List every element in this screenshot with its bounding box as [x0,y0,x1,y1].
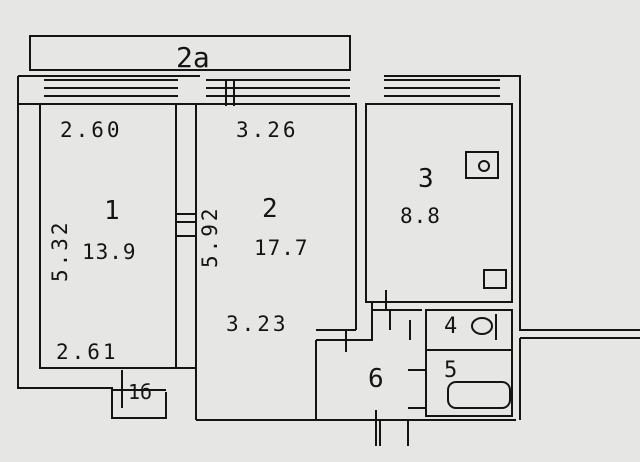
room-6-partitions [408,320,426,409]
room-6-number: 6 [368,364,384,394]
room-4-walls [425,309,513,351]
bathtub [447,381,511,409]
room-2-number: 2 [262,194,278,224]
balcony-outline [29,35,351,71]
room-5-number: 5 [444,358,458,383]
room-1-area: 13.9 [82,240,137,264]
window-middle [206,79,350,97]
room-2-width-top: 3.26 [236,118,299,142]
room-3-area: 8.8 [400,204,441,228]
room-1b-walls [112,370,166,408]
room-1b-number: 1б [128,380,153,404]
corridor-walls [316,290,422,341]
sink [483,269,507,289]
room-3-walls [365,103,513,303]
room-1-length: 5.32 [48,219,72,282]
room-3-number: 3 [418,164,434,194]
wall-ticks [225,80,377,446]
outer-wall-outline [17,75,640,446]
room-1-width-top: 2.60 [60,118,123,142]
room-1-width-bottom: 2.61 [56,340,119,364]
room-1-number: 1 [104,196,120,226]
room-2-area: 17.7 [254,236,309,260]
room-5-walls [425,349,513,417]
room-2-width-bottom: 3.23 [226,312,289,336]
door-room-1-2 [176,213,196,237]
room-4-number: 4 [444,314,458,339]
balcony-label: 2а [176,41,210,74]
room-2-length: 5.92 [198,205,222,268]
stove [465,151,499,179]
room-2-walls [176,103,357,420]
window-right [384,79,500,97]
window-left [44,79,178,97]
